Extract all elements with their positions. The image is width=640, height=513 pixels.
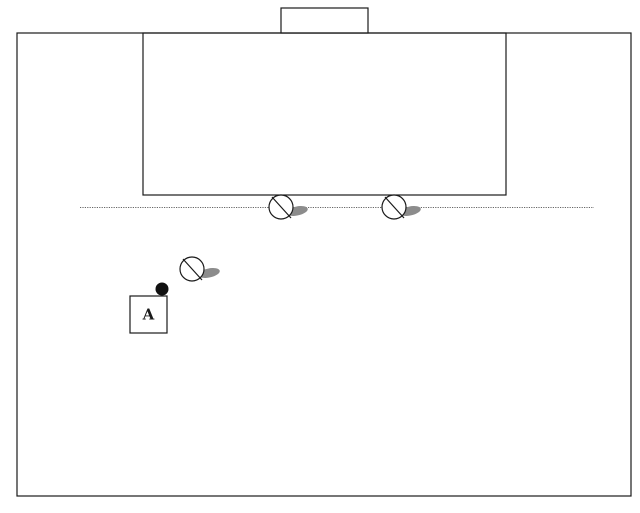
cone-marker bbox=[381, 194, 421, 220]
cone-marker bbox=[268, 194, 308, 220]
goal bbox=[280, 7, 369, 34]
cone-slash bbox=[271, 196, 292, 219]
cone-slash bbox=[182, 258, 203, 281]
cone-marker bbox=[179, 256, 220, 282]
cone-slash bbox=[384, 196, 405, 219]
player-label: A bbox=[142, 306, 155, 324]
ball bbox=[155, 282, 169, 296]
player-box bbox=[129, 295, 168, 334]
player-a: A bbox=[129, 295, 168, 334]
penalty-box bbox=[142, 32, 507, 196]
field-boundary bbox=[16, 32, 632, 497]
